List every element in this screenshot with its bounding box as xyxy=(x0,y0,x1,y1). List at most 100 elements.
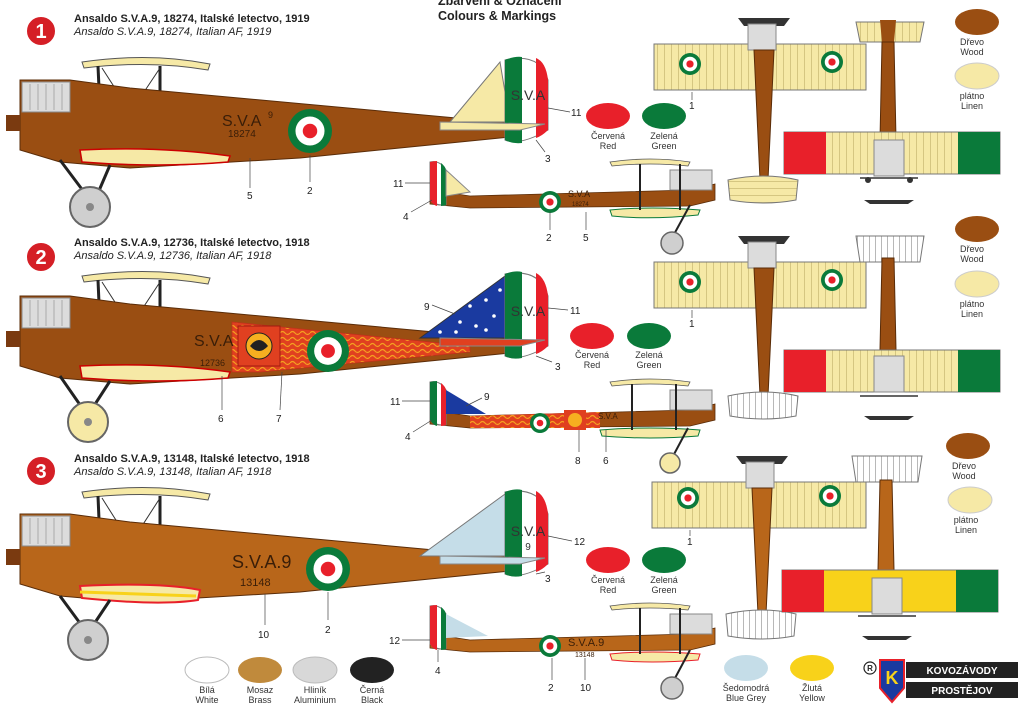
scheme2-callout-6: 6 xyxy=(218,414,224,425)
scheme-title-cz-1: Ansaldo S.V.A.9, 18274, Italské letectvo… xyxy=(74,13,310,25)
svg-text:1: 1 xyxy=(689,319,695,330)
logo-line2: PROSTĚJOV xyxy=(931,684,992,697)
scheme-header-1: Ansaldo S.V.A.9, 18274, Italské letectvo… xyxy=(74,13,310,39)
swatch-brass xyxy=(238,657,282,683)
swatch-black xyxy=(350,657,394,683)
scheme1-small-callout-5: 5 xyxy=(583,233,589,244)
scheme-header-3: Ansaldo S.V.A.9, 13148, Italské letectvo… xyxy=(74,453,310,479)
scheme1-callout-2: 2 xyxy=(307,186,313,197)
scheme2-top-view: 1 xyxy=(653,236,867,420)
logo-mark: K xyxy=(886,668,899,688)
swatch-wood-3 xyxy=(946,433,990,459)
scheme2-fuselage-text: S.V.A xyxy=(194,333,234,350)
scheme3-callout-12: 12 xyxy=(574,537,586,548)
scheme3-bottom-view xyxy=(781,455,999,640)
logo-line1: KOVOZÁVODY xyxy=(926,664,997,677)
scheme3-small-callout-2: 2 xyxy=(548,683,554,694)
scheme1-rudder-text: S.V.A xyxy=(511,87,546,103)
scheme1-callout-5: 5 xyxy=(247,191,253,202)
sheet-title: Zbarvení & Označení Colours & Markings xyxy=(438,0,562,24)
scheme3-rudder-num: 9 xyxy=(525,542,531,553)
sheet-title-cz: Zbarvení & Označení xyxy=(438,0,562,8)
svg-text:13148: 13148 xyxy=(575,652,595,659)
scheme2-serial: 12736 xyxy=(200,358,225,368)
scheme1-small-callout-4: 4 xyxy=(403,212,409,223)
scheme-title-cz-2: Ansaldo S.V.A.9, 12736, Italské letectvo… xyxy=(74,237,310,249)
sheet-title-en: Colours & Markings xyxy=(438,9,557,23)
scheme-badge-1: 1 xyxy=(25,15,57,47)
scheme-title-en-2: Ansaldo S.V.A.9, 12736, Italian AF, 1918 xyxy=(74,250,272,262)
swatch-wood-1 xyxy=(955,9,999,35)
scheme2-small-callout-4: 4 xyxy=(405,432,411,443)
scheme1-fuselage-sup: 9 xyxy=(268,110,273,120)
scheme2-small-callout-8: 8 xyxy=(575,456,581,467)
scheme1-small-callout-11: 11 xyxy=(393,179,404,190)
scheme1-callout-3: 3 xyxy=(545,154,551,165)
scheme2-bottom-view xyxy=(783,235,1001,420)
scheme3-callout-3: 3 xyxy=(545,574,551,585)
scheme3-small-callout-12: 12 xyxy=(389,636,401,647)
scheme2-small-callout-6: 6 xyxy=(603,456,609,467)
scheme1-fuselage-text: S.V.A xyxy=(222,113,262,130)
swatch-red-1 xyxy=(586,103,630,129)
swatch-linen-1 xyxy=(954,62,1000,90)
swatch-aluminium xyxy=(292,656,338,684)
scheme3-side-view-small: S.V.A.9 13148 12 4 2 10 xyxy=(389,602,716,700)
svg-text:R: R xyxy=(867,664,873,673)
svg-text:S.V.A: S.V.A xyxy=(598,412,618,421)
swatch-linen-3 xyxy=(947,486,993,514)
scheme2-rudder-text: S.V.A xyxy=(511,303,546,319)
scheme-badge-3: 3 xyxy=(25,455,57,487)
scheme1-callout-11: 11 xyxy=(571,108,582,119)
scheme2-callout-3: 3 xyxy=(555,362,561,373)
scheme1-bottom-view xyxy=(783,20,1001,204)
scheme2-callout-7: 7 xyxy=(276,414,282,425)
scheme3-side-view-large: S.V.A 9 S.V.A.9 13148 12 3 10 2 xyxy=(6,486,586,661)
swatch-green-2 xyxy=(627,323,671,349)
scheme1-top-view: 1 xyxy=(653,18,867,204)
scheme2-small-callout-9: 9 xyxy=(484,392,490,403)
scheme-number-2: 2 xyxy=(35,247,46,269)
swatch-white xyxy=(184,656,230,684)
scheme3-top-view: 1 xyxy=(651,456,867,640)
svg-text:1: 1 xyxy=(689,101,695,112)
scheme-number-1: 1 xyxy=(35,21,46,43)
scheme2-side-view-large: S.V.A S.V.A 12736 9 11 3 6 7 xyxy=(6,270,581,443)
swatch-yellow xyxy=(790,655,834,681)
svg-text:S.V.A: S.V.A xyxy=(568,189,590,199)
scheme-badge-2: 2 xyxy=(25,241,57,273)
scheme3-small-callout-10: 10 xyxy=(580,683,592,694)
scheme2-small-callout-11: 11 xyxy=(390,397,401,408)
scheme-header-2: Ansaldo S.V.A.9, 12736, Italské letectvo… xyxy=(74,237,310,263)
swatch-linen-2 xyxy=(954,270,1000,298)
svg-text:18274: 18274 xyxy=(572,202,589,208)
scheme1-side-view-small: S.V.A 18274 11 4 2 5 xyxy=(393,158,716,255)
kovozavody-logo: R K KOVOZÁVODY PROSTĚJOV xyxy=(863,659,1018,704)
scheme2-callout-11: 11 xyxy=(570,306,581,317)
svg-text:1: 1 xyxy=(687,537,693,548)
scheme1-small-callout-2: 2 xyxy=(546,233,552,244)
scheme3-serial: 13148 xyxy=(240,577,271,589)
scheme-title-cz-3: Ansaldo S.V.A.9, 13148, Italské letectvo… xyxy=(74,453,310,465)
scheme3-callout-10: 10 xyxy=(258,630,270,641)
swatch-blue-grey xyxy=(724,655,768,681)
scheme3-callout-2: 2 xyxy=(325,625,331,636)
